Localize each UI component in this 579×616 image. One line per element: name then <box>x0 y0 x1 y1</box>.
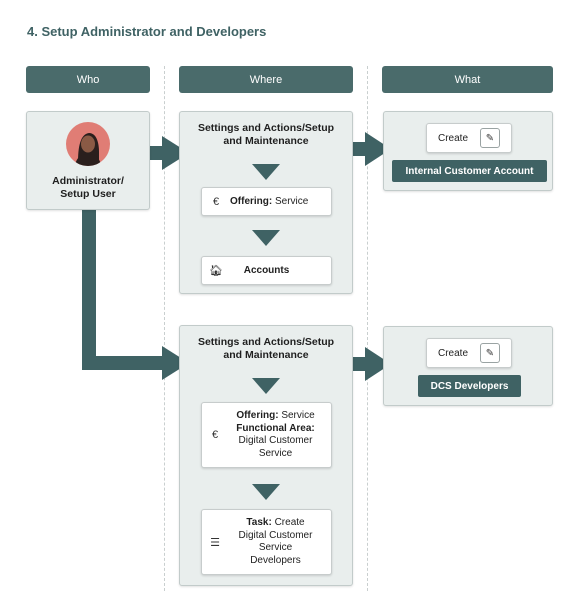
what-panel-1: Create ✎ Internal Customer Account <box>383 111 553 191</box>
arrow-to-where-1 <box>162 136 189 170</box>
who-role-label: Administrator/ Setup User <box>52 175 124 200</box>
pencil-icon[interactable]: ✎ <box>480 343 500 363</box>
dcs-developers-button[interactable]: DCS Developers <box>418 375 521 397</box>
arrow-stem-1 <box>150 146 162 160</box>
down-arrow <box>252 378 280 394</box>
arrow-to-where-2 <box>162 346 189 380</box>
column-header-what: What <box>382 66 553 93</box>
offering-icon: € <box>212 195 220 208</box>
internal-customer-account-button[interactable]: Internal Customer Account <box>392 160 547 182</box>
task-card[interactable]: ☰ Task: Create Digital Customer Service … <box>201 509 332 575</box>
offering-card-1[interactable]: € Offering: Service <box>201 187 332 216</box>
page-title: 4. Setup Administrator and Developers <box>27 24 267 39</box>
arrow-to-what-1 <box>365 132 391 166</box>
column-divider <box>164 66 165 591</box>
down-arrow <box>252 164 280 180</box>
who-panel: Administrator/ Setup User <box>26 111 150 210</box>
where-panel-2-title: Settings and Actions/Setup and Maintenan… <box>197 336 335 361</box>
column-divider <box>367 66 368 591</box>
column-header-who: Who <box>26 66 150 93</box>
down-arrow <box>252 484 280 500</box>
what-panel-2: Create ✎ DCS Developers <box>383 326 553 406</box>
checklist-icon: ☰ <box>210 536 220 549</box>
column-header-where: Where <box>179 66 353 93</box>
person-avatar-icon <box>66 122 110 166</box>
down-arrow <box>252 230 280 246</box>
where-panel-1-title: Settings and Actions/Setup and Maintenan… <box>197 122 335 147</box>
pencil-icon[interactable]: ✎ <box>480 128 500 148</box>
vertical-connector <box>82 210 96 370</box>
arrow-to-what-2 <box>365 347 391 381</box>
where-panel-2: Settings and Actions/Setup and Maintenan… <box>179 325 353 586</box>
offering-card-2[interactable]: € Offering: Service Functional Area: Dig… <box>201 402 332 468</box>
building-icon: 🏠︎ <box>209 265 223 277</box>
arrow-stem-3 <box>353 357 366 371</box>
create-card-1[interactable]: Create ✎ <box>426 123 512 153</box>
horizontal-connector <box>82 356 162 370</box>
arrow-stem-2 <box>353 142 366 156</box>
accounts-card[interactable]: 🏠︎ Accounts <box>201 256 332 285</box>
offering-icon: € <box>211 429 219 441</box>
where-panel-1: Settings and Actions/Setup and Maintenan… <box>179 111 353 294</box>
create-card-2[interactable]: Create ✎ <box>426 338 512 368</box>
